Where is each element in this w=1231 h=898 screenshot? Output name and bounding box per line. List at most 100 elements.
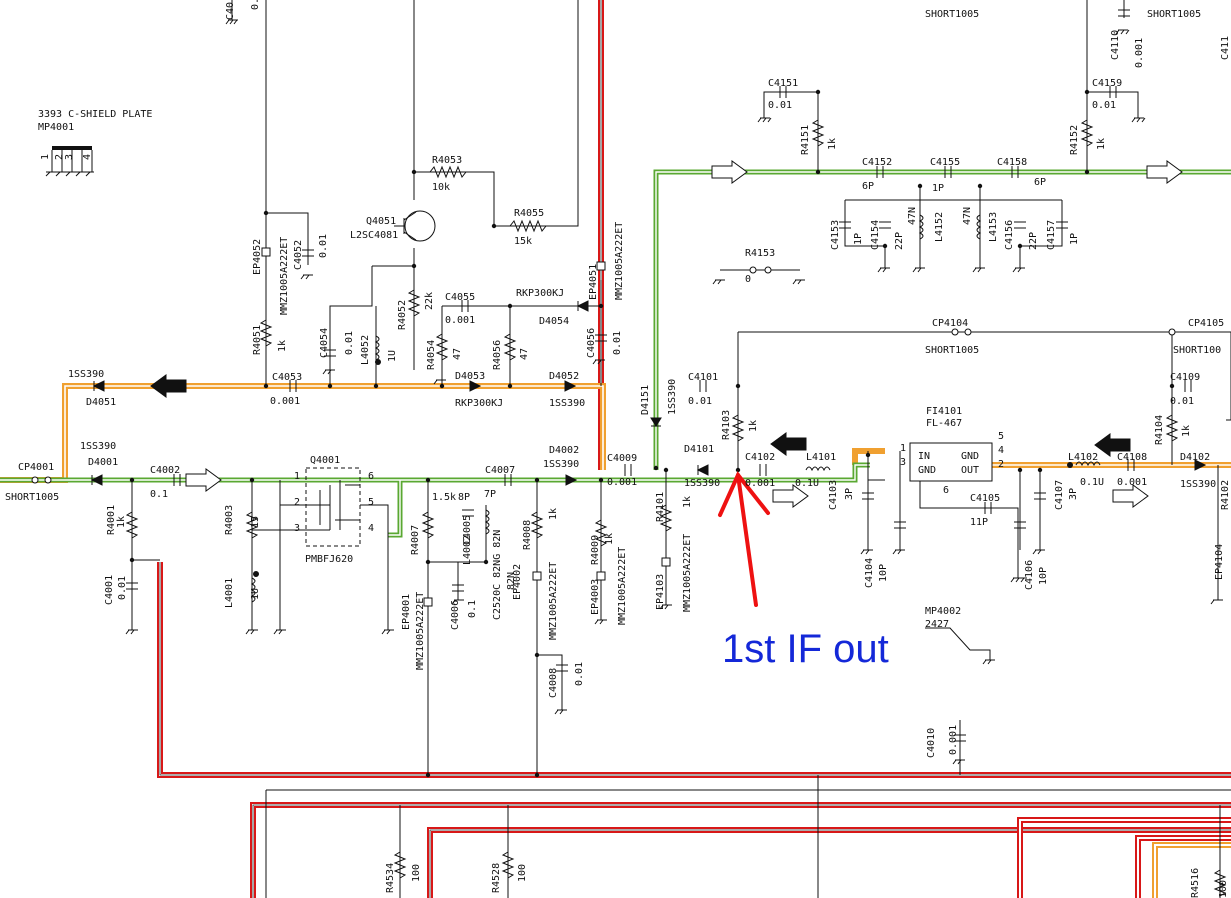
label-c4052v: 0.01 <box>318 234 329 258</box>
filter-ref: FI4101 <box>926 406 962 417</box>
label-c4055v: 0.001 <box>445 315 475 326</box>
label-ep4052: EP4052 <box>252 239 263 275</box>
shield-pin: 1 <box>40 154 51 160</box>
label-c4104: C4104 <box>864 558 875 588</box>
label-ep4103p: MMZ1005A222ET <box>682 534 693 612</box>
label-r4053v: 10k <box>432 182 450 193</box>
label-r4055v: 15k <box>514 236 532 247</box>
q4001-part: PMBFJ620 <box>305 554 353 565</box>
diodes <box>90 300 1207 486</box>
resistor-r4151 <box>811 119 825 147</box>
label-l4102v: 0.1U <box>1080 477 1104 488</box>
label-l4101v: 0.1U <box>795 478 819 489</box>
label-l4052: L4052 <box>360 335 371 365</box>
label-c4010: C4010 <box>926 728 937 758</box>
label-d4052: D4052 <box>549 371 579 382</box>
label-ep4052p: MMZ1005A222ET <box>279 237 290 315</box>
q4001-pin: 4 <box>368 523 374 534</box>
resistor-r4528 <box>501 851 515 879</box>
label-c4006v: 0.1 <box>467 600 478 618</box>
transistor-q4051 <box>394 210 436 242</box>
label-short_top2: SHORT1005 <box>1147 9 1201 20</box>
signal-arrows <box>150 160 1183 508</box>
inductors <box>250 214 1101 603</box>
resistor-r4053 <box>429 165 467 179</box>
label-c4008: C4008 <box>548 668 559 698</box>
label-1.5k: 1.5k <box>432 492 456 503</box>
filter-fi4101 <box>909 442 993 482</box>
label-ep4003p: MMZ1005A222ET <box>617 547 628 625</box>
label-c4108: C4108 <box>1117 452 1147 463</box>
label-r4516v: 100 <box>1218 880 1229 898</box>
label-6p_a: 6P <box>862 181 874 192</box>
label-d4151v: 1SS390 <box>667 379 678 415</box>
label-l4001: L4001 <box>224 578 235 608</box>
label-d4101: D4101 <box>684 444 714 455</box>
short-jumpers <box>31 266 1176 484</box>
filter-pin: 2 <box>998 459 1004 470</box>
label-c4154v: 22P <box>894 232 905 250</box>
orange-path <box>0 383 1231 483</box>
q4001-pin: 6 <box>368 471 374 482</box>
label-short_top1: SHORT1005 <box>925 9 979 20</box>
shunt-capacitors <box>126 9 1130 742</box>
resistor-r4007 <box>421 511 435 539</box>
label-r4104: R4104 <box>1154 415 1165 445</box>
label-r4051: R4051 <box>252 325 263 355</box>
label-l4002: L4002 <box>462 535 473 565</box>
label-r4103: R4103 <box>721 410 732 440</box>
label-r4054: R4054 <box>426 340 437 370</box>
label-r4055: R4055 <box>514 208 544 219</box>
label-d4001: D4001 <box>88 457 118 468</box>
label-l4153: L4153 <box>988 212 999 242</box>
label-1ss390_d: 1SS390 <box>543 459 579 470</box>
label-c4157v: 1P <box>1069 233 1080 245</box>
red-supply-path <box>157 0 1231 898</box>
label-r4152v: 1k <box>1096 138 1107 150</box>
label-8p: 8P <box>458 492 470 503</box>
label-r4051v: 1k <box>277 340 288 352</box>
label-c4157: C4157 <box>1046 220 1057 250</box>
label-c4153: C4153 <box>830 220 841 250</box>
annotation-1st-if-out: 1st IF out <box>722 627 889 671</box>
label-r4153v: 0 <box>745 274 751 285</box>
label-c40topv: 0.0 <box>250 0 261 10</box>
label-ep4003: EP4003 <box>590 579 601 615</box>
label-c4009: C4009 <box>607 453 637 464</box>
label-r4001: R4001 <box>106 505 117 535</box>
label-cp4105v: SHORT100 <box>1173 345 1221 356</box>
label-c4053: C4053 <box>272 372 302 383</box>
label-d4002: D4002 <box>549 445 579 456</box>
label-r4153: R4153 <box>745 248 775 259</box>
q4051-part: L2SC4081 <box>350 230 398 241</box>
label-r4528: R4528 <box>491 863 502 893</box>
q4001-pin: 5 <box>368 497 374 508</box>
label-r4103v: 1k <box>748 420 759 432</box>
label-c4110v: 0.001 <box>1134 38 1145 68</box>
label-r4003v: 15 <box>250 516 261 528</box>
label-c4102v: 0.001 <box>745 478 775 489</box>
ferrite-beads <box>261 247 671 607</box>
label-short_left: SHORT1005 <box>5 492 59 503</box>
shield-plate-symbol <box>51 146 93 172</box>
resistor-r4516 <box>1213 869 1227 897</box>
label-r4101v: 1k <box>682 496 693 508</box>
fet-q4001-box <box>305 467 361 547</box>
label-r4101: R4101 <box>655 492 666 522</box>
q4001-pin: 3 <box>294 523 300 534</box>
shield-ref: MP4001 <box>38 122 74 133</box>
series-capacitors <box>173 86 1192 514</box>
label-c4107v: 3P <box>1068 488 1079 500</box>
resistor-r4104 <box>1165 414 1179 442</box>
label-rkp1: RKP300KJ <box>516 288 564 299</box>
resistor-r4008 <box>530 511 544 539</box>
label-d4051: D4051 <box>86 397 116 408</box>
label-c4106v: 10P <box>1038 567 1049 585</box>
wiring <box>131 0 1231 898</box>
label-r4056v: 47 <box>519 348 530 360</box>
label-c4056v: 0.01 <box>612 331 623 355</box>
label-r4516: R4516 <box>1190 868 1201 898</box>
label-r4053: R4053 <box>432 155 462 166</box>
